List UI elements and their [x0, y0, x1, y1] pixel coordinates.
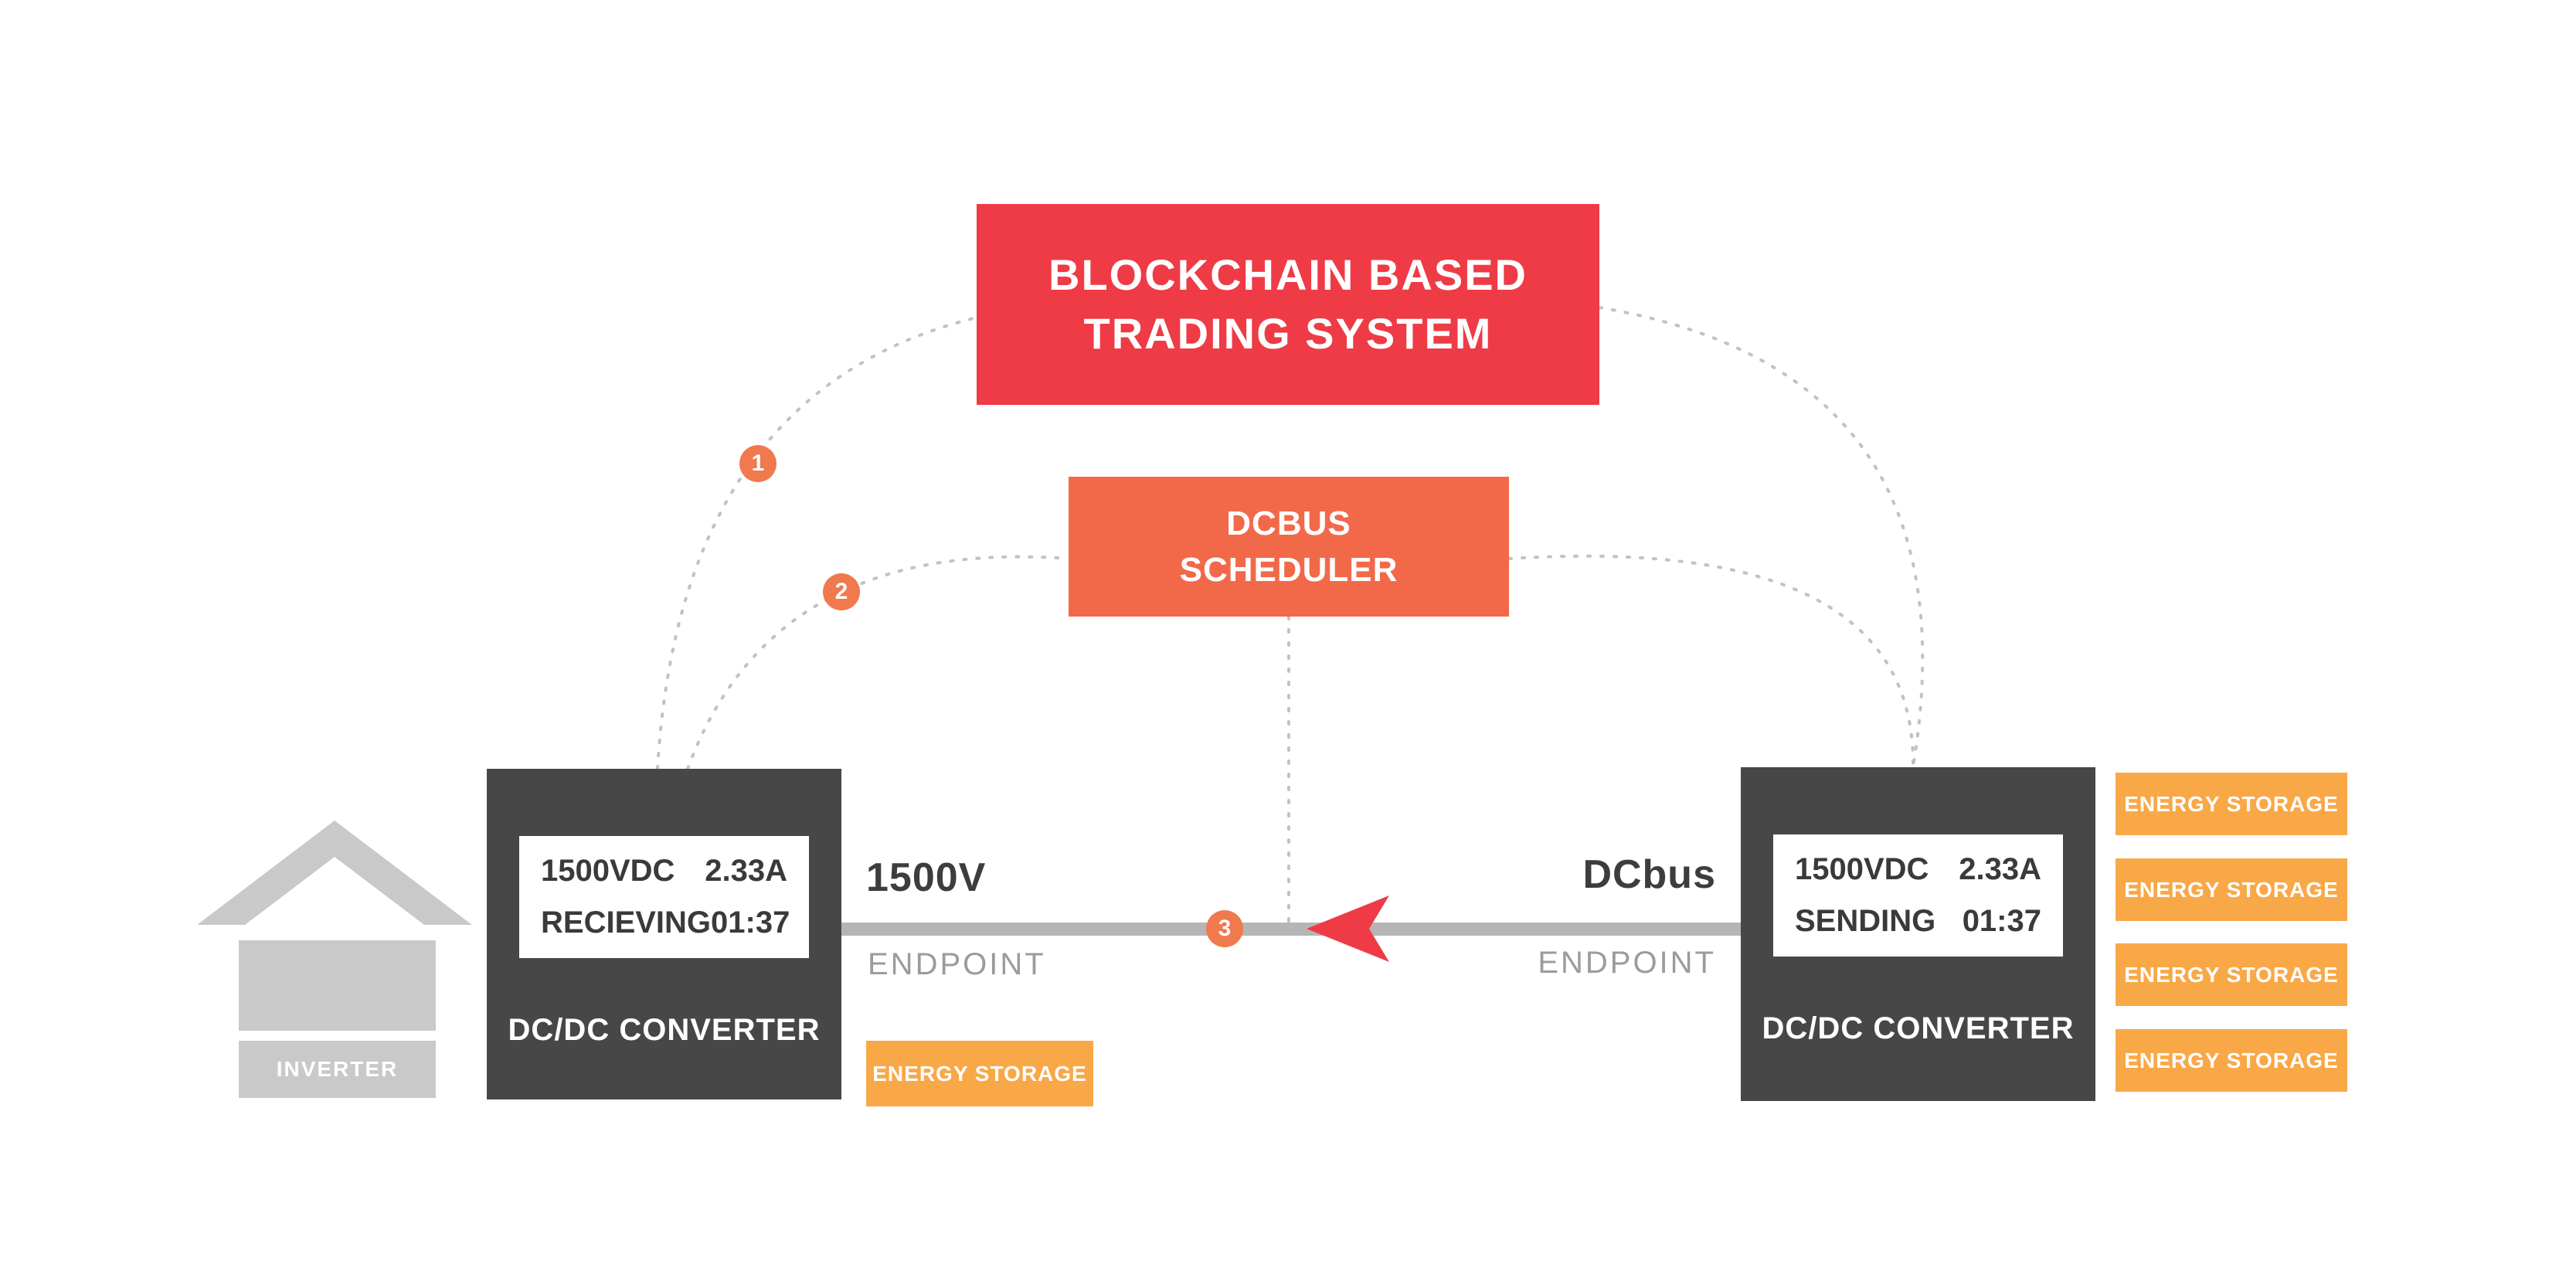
bus-left-endpoint-label: ENDPOINT: [868, 947, 1046, 981]
right-dc-dc-converter-box: 1500VDC 2.33A SENDING 01:37 DC/DC CONVER…: [1741, 767, 2095, 1101]
step-badge-2: 2: [823, 573, 860, 610]
left-display-mode: RECIEVING: [541, 906, 712, 940]
energy-storage-box: ENERGY STORAGE: [866, 1041, 1093, 1106]
energy-storage-box: ENERGY STORAGE: [2116, 943, 2347, 1006]
left-converter-display: 1500VDC 2.33A RECIEVING 01:37: [519, 836, 809, 958]
dashed-link-trading-to-right-converter: [1598, 306, 1925, 769]
energy-storage-box: ENERGY STORAGE: [2116, 858, 2347, 921]
trading-system-label-line2: TRADING SYSTEM: [1083, 309, 1493, 358]
dcbus-scheduler-box: DCBUS SCHEDULER: [1069, 477, 1509, 617]
power-flow-arrow-icon: [1307, 895, 1389, 962]
right-converter-display: 1500VDC 2.33A SENDING 01:37: [1773, 834, 2063, 957]
left-dc-dc-converter-box: 1500VDC 2.33A RECIEVING 01:37 DC/DC CONV…: [487, 769, 841, 1099]
left-display-current: 2.33A: [705, 853, 787, 888]
scheduler-label-line2: SCHEDULER: [1179, 550, 1398, 589]
left-display-time: 01:37: [711, 906, 790, 940]
blockchain-trading-system-box: BLOCKCHAIN BASED TRADING SYSTEM: [977, 204, 1599, 405]
trading-system-label-line1: BLOCKCHAIN BASED: [1048, 250, 1528, 299]
scheduler-label-line1: DCBUS: [1226, 504, 1351, 542]
right-display-mode: SENDING: [1795, 904, 1936, 939]
bus-left-voltage-label: 1500V: [866, 855, 987, 900]
energy-storage-box: ENERGY STORAGE: [2116, 773, 2347, 835]
bus-right-endpoint-label: ENDPOINT: [1538, 946, 1716, 980]
dashed-link-left-converter-to-scheduler: [686, 555, 1070, 770]
dashed-link-scheduler-to-right-converter: [1507, 554, 1915, 769]
right-display-current: 2.33A: [1959, 851, 2041, 886]
step-badge-1: 1: [739, 445, 777, 482]
step-badge-3: 3: [1206, 910, 1243, 947]
bus-right-dcbus-label: DCbus: [1582, 852, 1716, 897]
left-converter-label: DC/DC CONVERTER: [508, 1013, 821, 1047]
inverter-label-bar: INVERTER: [239, 1041, 436, 1098]
house-roof-icon: [197, 821, 472, 925]
house-body-shape: [239, 940, 436, 1031]
right-converter-label: DC/DC CONVERTER: [1762, 1011, 2075, 1045]
left-display-voltage: 1500VDC: [541, 853, 675, 888]
right-display-time: 01:37: [1962, 904, 2041, 939]
dashed-link-left-converter-to-trading: [656, 316, 978, 770]
energy-storage-box: ENERGY STORAGE: [2116, 1029, 2347, 1092]
right-display-voltage: 1500VDC: [1795, 851, 1929, 886]
dc-bus-line: [841, 923, 1741, 936]
